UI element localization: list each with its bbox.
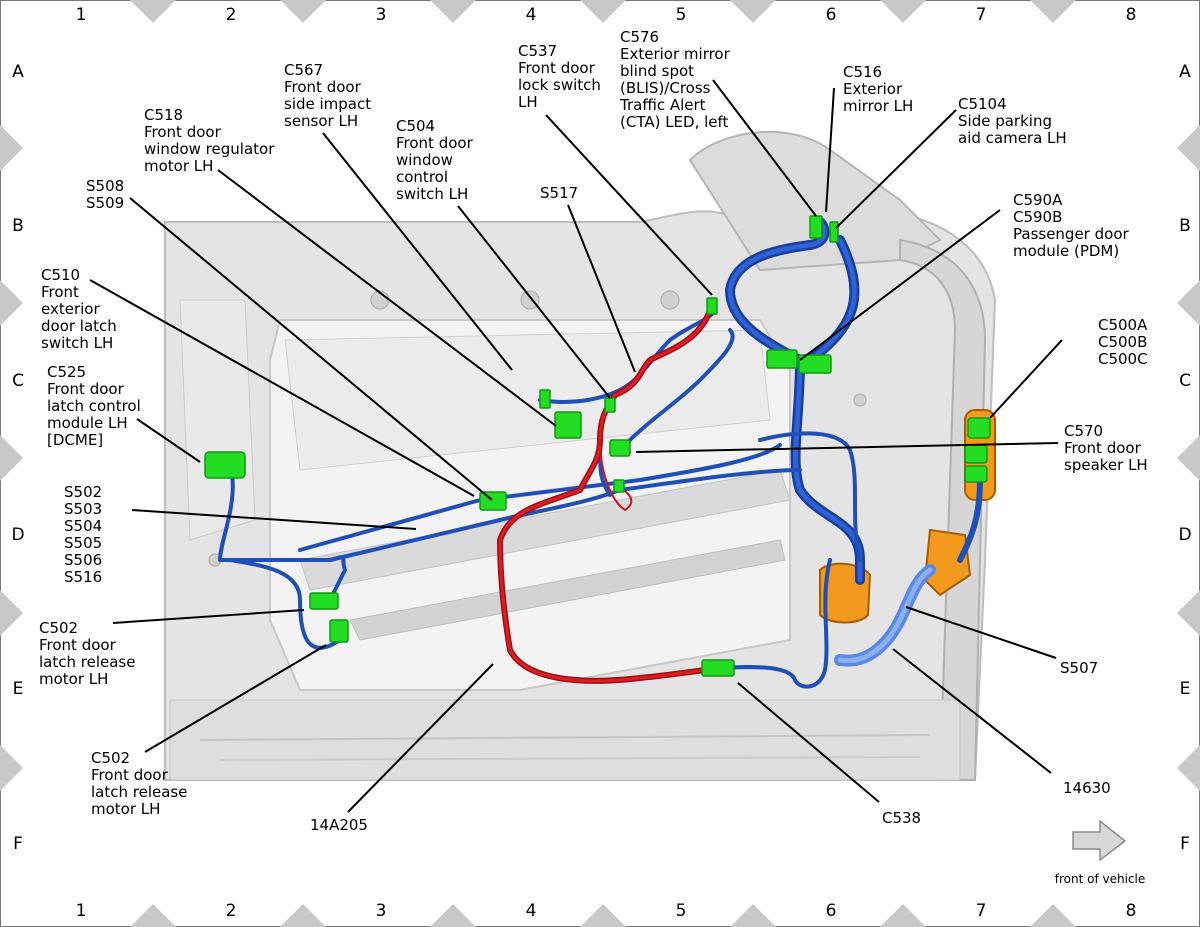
connector-c516 [829,221,839,243]
label-s502: S502 S503 S504 S505 S506 S516 [64,483,107,586]
connector-c538 [701,659,735,677]
label-14630: 14630 [1063,779,1111,797]
row-label-c: C [12,371,24,391]
col-label-3-bottom: 3 [376,901,387,921]
row-label-f: F [13,834,23,854]
connector-c518 [554,411,582,439]
connector-c500c [964,465,988,483]
label-c500: C500A C500B C500C [1098,316,1152,368]
connector-c504 [604,397,616,413]
connector-c590a [766,349,798,369]
arrow-right-icon [1072,819,1127,862]
label-c567: C567 Front door side impact sensor LH [284,61,376,130]
connector-c525 [204,451,246,479]
label-c537: C537 Front door lock switch LH [518,42,606,111]
connector-c570 [609,439,631,457]
row-label-a: A [12,62,24,82]
front-of-vehicle-indicator: front of vehicle [1055,819,1145,886]
col-label-7-bottom: 7 [976,901,987,921]
label-c5104: C5104 Side parking aid camera LH [958,95,1067,147]
col-label-6-bottom: 6 [826,901,837,921]
row-label-c-right: C [1179,371,1191,391]
connector-c537 [706,297,718,315]
col-label-3: 3 [376,5,387,25]
row-label-d-right: D [1178,525,1191,545]
connector-c502-lower [329,619,349,643]
col-label-4: 4 [526,5,537,25]
col-label-5-bottom: 5 [676,901,687,921]
connector-c500a [967,417,991,439]
front-of-vehicle-label: front of vehicle [1055,872,1145,886]
col-label-1: 1 [76,5,87,25]
label-s517: S517 [540,184,578,202]
leader-lines [89,79,1063,813]
label-c516: C516 Exterior mirror LH [843,63,913,115]
row-label-b-right: B [1179,216,1191,236]
label-s508: S508 S509 [86,177,129,212]
connector-c567 [539,389,551,409]
col-label-7: 7 [976,5,987,25]
label-c590: C590A C590B Passenger door module (PDM) [1013,191,1133,260]
connector-c502-upper [309,592,339,610]
col-label-8-bottom: 8 [1126,901,1137,921]
label-c502-upper: C502 Front door latch release motor LH [39,619,140,688]
connector-s517 [613,479,625,493]
col-label-5: 5 [676,5,687,25]
grid-column-labels: 1 2 3 4 5 6 7 8 1 2 3 4 5 6 7 8 [76,5,1137,921]
label-14a205: 14A205 [310,816,368,834]
row-label-e-right: E [1180,679,1191,699]
row-label-a-right: A [1179,62,1191,82]
connector-c500b [964,444,988,464]
grid-row-labels: A B C D E F A B C D E F [11,62,1191,854]
connector-c510 [479,491,507,511]
connector-c576 [809,215,823,239]
row-label-e: E [13,679,24,699]
label-c538: C538 [882,809,921,827]
col-label-4-bottom: 4 [526,901,537,921]
col-label-2: 2 [226,5,237,25]
label-c510: C510 Front exterior door latch switch LH [41,266,122,352]
col-label-6: 6 [826,5,837,25]
col-label-1-bottom: 1 [76,901,87,921]
label-c570: C570 Front door speaker LH [1064,422,1148,474]
label-c502-lower: C502 Front door latch release motor LH [91,749,192,818]
col-label-2-bottom: 2 [226,901,237,921]
connector-c590b [798,354,832,374]
label-c518: C518 Front door window regulator motor L… [144,106,279,175]
label-c504: C504 Front door window control switch LH [396,117,478,203]
row-label-d: D [11,525,24,545]
blue-harness [218,217,983,689]
callouts: C518 Front door window regulator motor L… [39,28,1152,834]
row-label-f-right: F [1180,834,1190,854]
col-label-8: 8 [1126,5,1137,25]
label-s507: S507 [1060,659,1098,677]
label-c525: C525 Front door latch control module LH … [47,363,146,449]
row-label-b: B [12,216,24,236]
label-c576: C576 Exterior mirror blind spot (BLIS)/C… [619,28,735,131]
